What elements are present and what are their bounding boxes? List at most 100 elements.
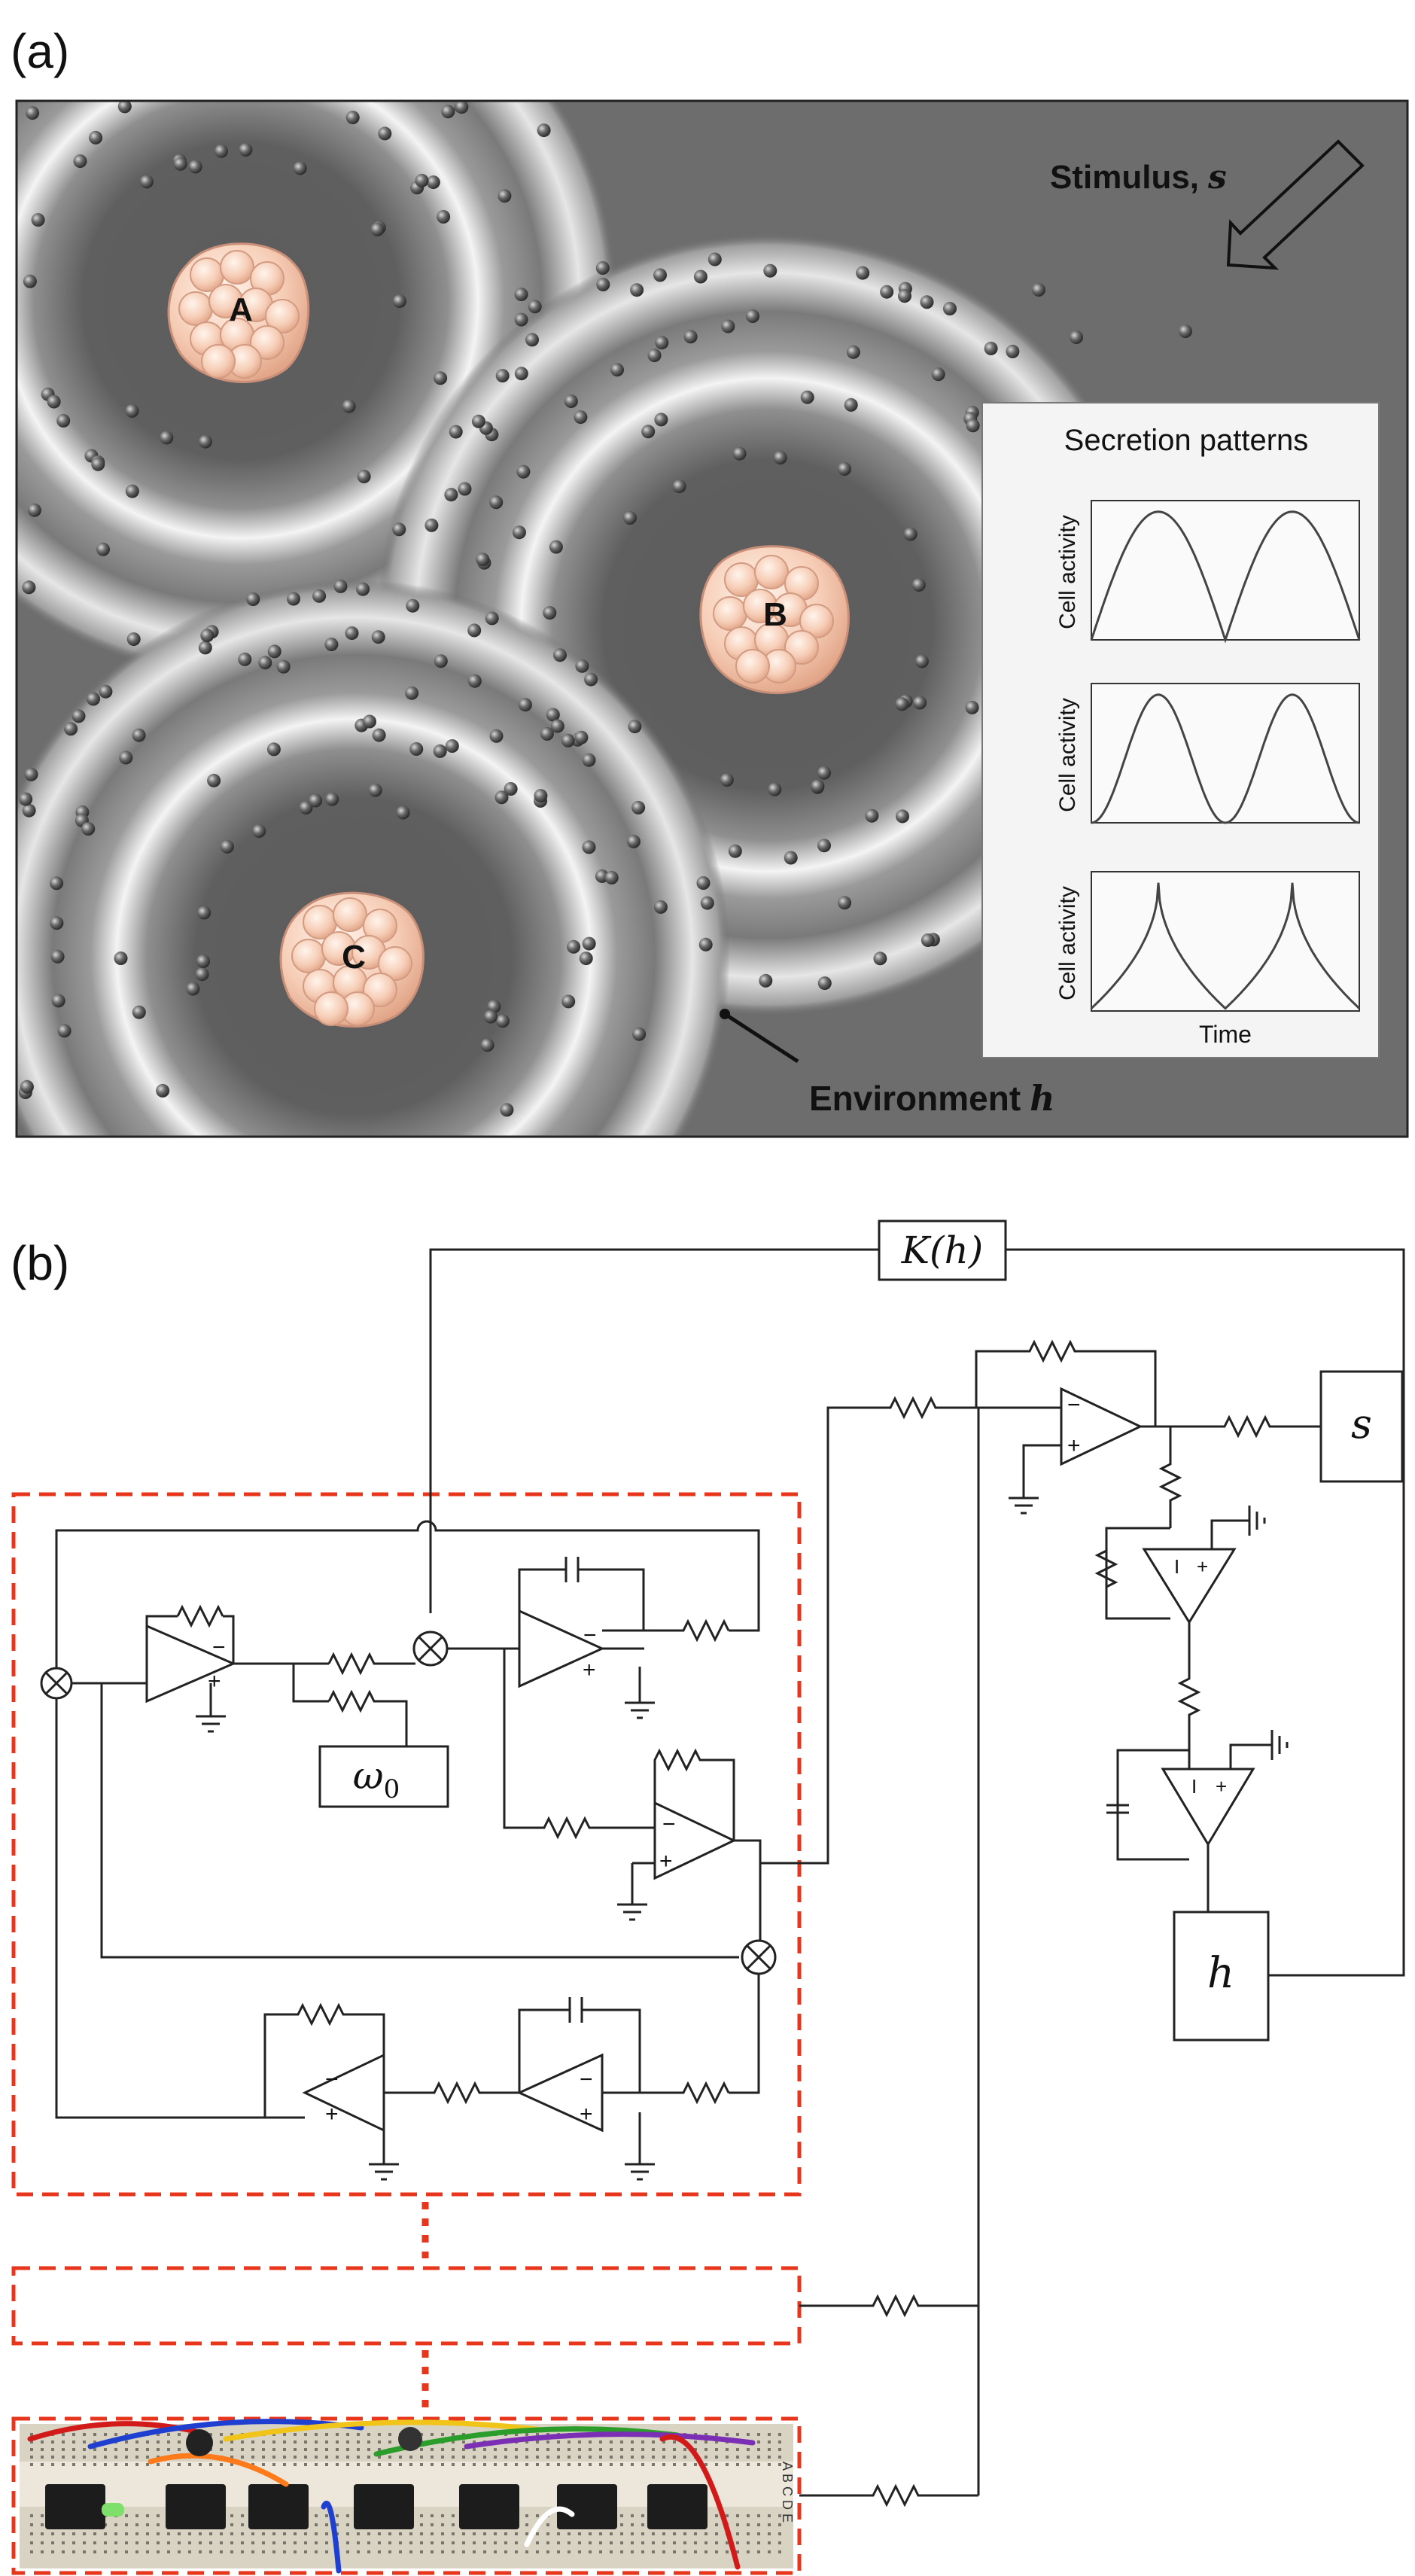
breadboard-hole [515, 2550, 518, 2553]
breadboard-hole [378, 2441, 381, 2444]
breadboard-hole [62, 2550, 65, 2553]
breadboard-hole [125, 2541, 128, 2544]
breadboard-hole [568, 2463, 571, 2466]
particle [441, 105, 455, 119]
breadboard-hole [420, 2514, 423, 2517]
particle [485, 611, 499, 626]
breadboard-hole [778, 2448, 781, 2451]
breadboard-hole [610, 2541, 613, 2544]
breadboard-hole [272, 2448, 275, 2451]
breadboard-hole [83, 2541, 86, 2544]
breadboard-box [11, 2416, 802, 2575]
jumper-wire [148, 2453, 289, 2487]
breadboard-hole [515, 2463, 518, 2466]
resistor-r1 [327, 1652, 415, 1676]
breadboard-hole [315, 2550, 318, 2553]
breadboard-hole [441, 2456, 444, 2459]
particle [252, 824, 266, 839]
wire-lowpass-ground [1229, 1743, 1272, 1769]
breadboard-hole [747, 2514, 750, 2517]
opamp-lowpass [1161, 1768, 1255, 1847]
particle [773, 451, 787, 464]
breadboard-hole [525, 2532, 528, 2535]
op3-minus: − [662, 1812, 676, 1837]
breadboard-hole [536, 2441, 539, 2444]
breadboard-hole [757, 2433, 760, 2436]
breadboard-hole [146, 2456, 149, 2459]
breadboard-hole [367, 2441, 370, 2444]
breadboard-hole [525, 2514, 528, 2517]
breadboard-hole [241, 2448, 244, 2451]
breadboard-hole [641, 2532, 644, 2535]
breadboard-hole [452, 2532, 455, 2535]
breadboard-hole [283, 2441, 286, 2444]
particle [72, 709, 86, 723]
breadboard-hole [399, 2463, 402, 2466]
breadboard-hole [83, 2441, 86, 2444]
breadboard-hole [135, 2514, 138, 2517]
particle [626, 834, 641, 848]
particle [27, 503, 41, 517]
breadboard-hole [641, 2448, 644, 2451]
breadboard-hole [199, 2532, 202, 2535]
particle [582, 840, 596, 854]
breadboard-hole [683, 2532, 686, 2535]
h-box [1173, 1911, 1270, 2042]
particle [207, 773, 221, 787]
breadboard-hole [178, 2550, 181, 2553]
breadboard-hole [610, 2441, 613, 2444]
breadboard-hole [525, 2448, 528, 2451]
particle [392, 522, 406, 537]
breadboard-hole [652, 2541, 655, 2544]
breadboard-hole [41, 2523, 44, 2526]
particle [528, 300, 542, 314]
oscillator-module-box [11, 1492, 802, 2197]
breadboard-hole [631, 2550, 634, 2553]
breadboard-hole [399, 2541, 402, 2544]
breadboard-hole [589, 2532, 592, 2535]
breadboard-hole [747, 2550, 750, 2553]
cell-lobe [784, 630, 819, 665]
breadboard-hole [51, 2448, 54, 2451]
breadboard-hole [409, 2541, 412, 2544]
breadboard-hole [346, 2456, 349, 2459]
particle [139, 175, 154, 189]
breadboard-hole [736, 2532, 739, 2535]
breadboard-hole [30, 2456, 33, 2459]
breadboard-hole [157, 2514, 160, 2517]
particle [51, 994, 65, 1008]
breadboard-hole [599, 2448, 602, 2451]
breadboard-hole [157, 2550, 160, 2553]
breadboard-chips [45, 2484, 708, 2529]
breadboard-hole [704, 2532, 708, 2535]
breadboard-hole [736, 2456, 739, 2459]
breadboard-hole [631, 2448, 634, 2451]
breadboard-hole [441, 2523, 444, 2526]
breadboard-hole [230, 2532, 233, 2535]
breadboard-hole [652, 2456, 655, 2459]
breadboard-hole [452, 2523, 455, 2526]
particle [534, 789, 548, 803]
cell-c-lobes [291, 897, 412, 1026]
breadboard-hole [230, 2433, 233, 2436]
breadboard-hole [641, 2463, 644, 2466]
plot-2-ylabel: Cell activity [1055, 698, 1080, 812]
cell-lobe [713, 596, 747, 631]
breadboard-hole [304, 2532, 307, 2535]
cell-a-label: A [229, 291, 253, 328]
breadboard-hole [83, 2550, 86, 2553]
particle [721, 319, 735, 333]
ic-chip [248, 2484, 309, 2529]
breadboard-hole [778, 2456, 781, 2459]
breadboard-hole [536, 2433, 539, 2436]
breadboard-hole [683, 2448, 686, 2451]
breadboard-hole [610, 2448, 613, 2451]
breadboard-hole [768, 2448, 771, 2451]
breadboard-hole [525, 2550, 528, 2553]
breadboard-hole [178, 2532, 181, 2535]
particle [409, 742, 424, 756]
breadboard-hole [747, 2523, 750, 2526]
breadboard-hole [294, 2541, 297, 2544]
wire-op1-fb-left [145, 1615, 178, 1664]
breadboard-hole [694, 2550, 697, 2553]
